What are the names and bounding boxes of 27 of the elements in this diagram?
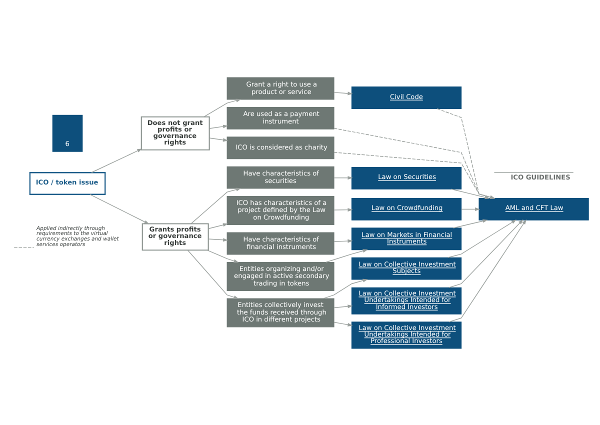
arrow <box>334 208 353 212</box>
arrow <box>334 176 353 180</box>
arrow <box>460 206 480 210</box>
arrow <box>334 321 353 326</box>
arrow <box>190 187 242 224</box>
arrow <box>90 194 150 224</box>
arrow <box>204 98 242 117</box>
arrow <box>326 248 368 262</box>
arrow <box>334 151 496 198</box>
arrow <box>208 238 228 242</box>
arrow <box>448 218 524 288</box>
arrow <box>451 188 490 199</box>
arrow <box>206 249 239 262</box>
arrow <box>334 127 496 198</box>
arrow <box>453 218 488 228</box>
arrow <box>334 91 353 95</box>
arrow <box>208 222 228 228</box>
arrow <box>334 304 353 308</box>
arrow <box>209 124 228 128</box>
arrow <box>209 137 228 142</box>
arrow <box>91 148 142 172</box>
arrow <box>448 218 526 322</box>
arrow <box>188 250 239 298</box>
arrow <box>322 278 368 298</box>
arrow <box>334 238 353 242</box>
arrow <box>448 219 516 258</box>
arrow <box>436 108 496 198</box>
